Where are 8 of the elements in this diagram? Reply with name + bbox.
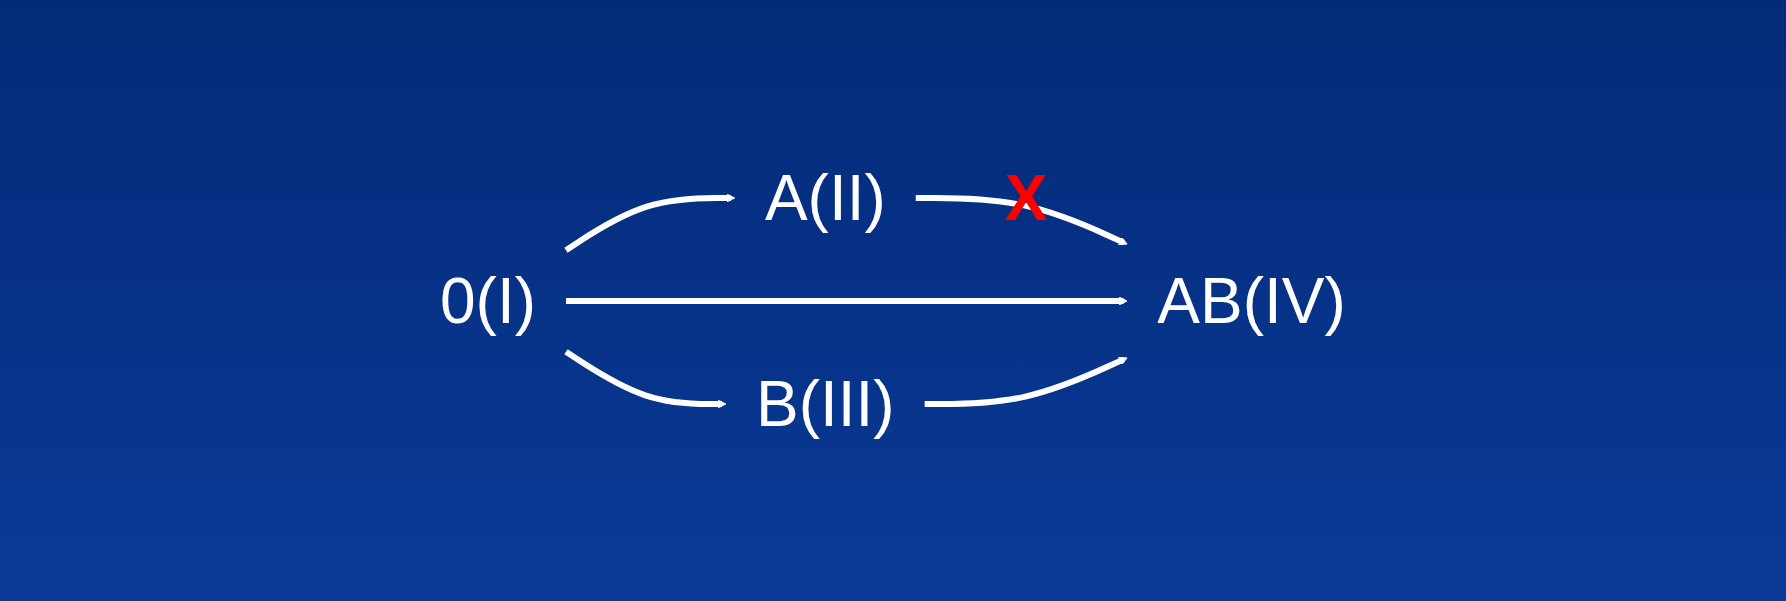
node-text: B(III) [756, 367, 895, 440]
arrow [566, 296, 1128, 305]
arrow [924, 356, 1128, 407]
arrow [564, 348, 727, 408]
arrow [564, 193, 736, 253]
node-text: A(II) [764, 161, 886, 234]
node-text: AB(IV) [1157, 264, 1346, 337]
node-text: 0(I) [440, 264, 537, 337]
